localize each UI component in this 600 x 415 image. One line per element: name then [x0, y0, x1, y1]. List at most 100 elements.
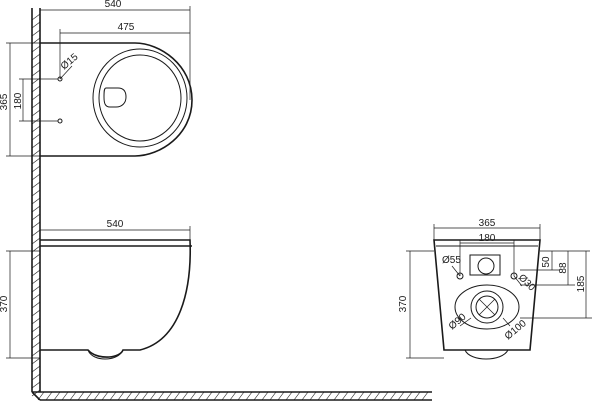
- wall-hatch-line: [31, 373, 41, 381]
- dim-side-370: 370: [0, 295, 10, 312]
- wall-hatch-line: [31, 317, 41, 325]
- rear-view-flush-inlet: [469, 254, 501, 276]
- dim-top-dia15: Ø15: [59, 51, 81, 72]
- floor-hatch-line: [405, 391, 413, 401]
- floor-hatch-line: [325, 391, 333, 401]
- floor-hatch-line: [125, 391, 133, 401]
- wall-hatch-line: [31, 357, 41, 365]
- dim-rear-185: 185: [576, 275, 587, 292]
- wall: [31, 8, 432, 401]
- dim-top-365: 365: [0, 93, 10, 110]
- rear-view-outlet-inner: [475, 295, 499, 319]
- wall-hatch-line: [31, 53, 41, 61]
- wall-hatch-line: [31, 85, 41, 93]
- floor-hatch-line: [77, 391, 85, 401]
- wall-hatching: [31, 13, 429, 401]
- dim-top-180: 180: [13, 92, 24, 109]
- floor-hatch-line: [53, 391, 61, 401]
- wall-hatch-line: [31, 381, 41, 389]
- wall-hatch-line: [31, 157, 41, 165]
- rear-view-outlet-foot: [464, 349, 509, 360]
- wall-hatch-line: [31, 29, 41, 37]
- dim-rear-180: 180: [479, 233, 496, 244]
- dia-rear-55: Ø55: [442, 255, 461, 266]
- wall-hatch-line: [31, 173, 41, 181]
- floor-hatch-line: [317, 391, 325, 401]
- wall-hatch-line: [31, 349, 41, 357]
- wall-hatch-line: [31, 109, 41, 117]
- wall-hatch-line: [31, 213, 41, 221]
- floor-hatch-line: [413, 391, 421, 401]
- floor-hatch-line: [237, 391, 245, 401]
- wall-hatch-line: [31, 13, 41, 21]
- floor-hatch-line: [349, 391, 357, 401]
- top-view-bowl-outline: [40, 42, 193, 157]
- wall-hatch-line: [31, 61, 41, 69]
- floor-hatch-line: [269, 391, 277, 401]
- floor-hatch-line: [69, 391, 77, 401]
- wall-hatch-line: [31, 341, 41, 349]
- floor-hatch-line: [341, 391, 349, 401]
- floor-hatch-line: [133, 391, 141, 401]
- floor-hatch-line: [253, 391, 261, 401]
- floor-hatch-line: [101, 391, 109, 401]
- dim-rear-370: 370: [398, 295, 409, 312]
- top-view-mounting-hole-lower: [57, 118, 63, 124]
- rear-view-outlet-ring: [470, 290, 504, 324]
- wall-hatch-line: [31, 229, 41, 237]
- wall-hatch-line: [31, 197, 41, 205]
- floor-hatch-line: [141, 391, 149, 401]
- wall-hatch-line: [31, 101, 41, 109]
- floor-hatch-line: [173, 391, 181, 401]
- wall-hatch-line: [31, 253, 41, 261]
- floor-hatch-line: [37, 391, 45, 401]
- dia-rear-100: Ø100: [503, 318, 529, 342]
- wall-hatch-line: [31, 293, 41, 301]
- dim-rear-88: 88: [558, 262, 569, 274]
- wall-hatch-line: [31, 301, 41, 309]
- floor-hatch-line: [357, 391, 365, 401]
- wall-hatch-line: [31, 141, 41, 149]
- floor-hatch-line: [205, 391, 213, 401]
- side-view-bowl-outline: [40, 239, 192, 358]
- wall-hatch-line: [31, 149, 41, 157]
- rear-view: 365 180 370 50 88 185 Ø55 Ø30 Ø90 Ø100: [398, 218, 592, 360]
- wall-hatch-line: [31, 221, 41, 229]
- floor-hatch-line: [373, 391, 381, 401]
- dim-top-540: 540: [105, 0, 122, 10]
- top-view-flush-opening: [103, 87, 127, 108]
- wall-hatch-line: [31, 69, 41, 77]
- floor-hatch-line: [309, 391, 317, 401]
- wall-hatch-line: [31, 285, 41, 293]
- wall-hatch-line: [31, 261, 41, 269]
- wall-hatch-line: [31, 45, 41, 53]
- wall-hatch-line: [31, 237, 41, 245]
- floor-hatch-line: [213, 391, 221, 401]
- wall-hatch-line: [31, 133, 41, 141]
- floor-hatch-line: [293, 391, 301, 401]
- floor-hatch-line: [421, 391, 429, 401]
- floor-hatch-line: [149, 391, 157, 401]
- wall-hatch-line: [31, 277, 41, 285]
- wall-hatch-line: [31, 205, 41, 213]
- rear-view-body-outline: [433, 239, 541, 351]
- wall-hatch-line: [31, 125, 41, 133]
- top-view-seat-inner: [98, 54, 182, 142]
- wall-hatch-line: [31, 181, 41, 189]
- top-view-seat-outer: [92, 48, 188, 148]
- floor-hatch-line: [157, 391, 165, 401]
- floor-hatch-line: [397, 391, 405, 401]
- dim-rear-365: 365: [479, 218, 496, 229]
- wall-hatch-line: [31, 309, 41, 317]
- wall-hatch-line: [31, 189, 41, 197]
- wall-hatch-line: [31, 365, 41, 373]
- wall-hatch-line: [31, 93, 41, 101]
- dia-rear-30: Ø30: [516, 272, 537, 293]
- floor-hatch-line: [389, 391, 397, 401]
- floor-hatch-line: [381, 391, 389, 401]
- floor-hatch-line: [277, 391, 285, 401]
- floor-hatch-line: [109, 391, 117, 401]
- dim-side-540: 540: [107, 219, 124, 230]
- floor-hatch-line: [189, 391, 197, 401]
